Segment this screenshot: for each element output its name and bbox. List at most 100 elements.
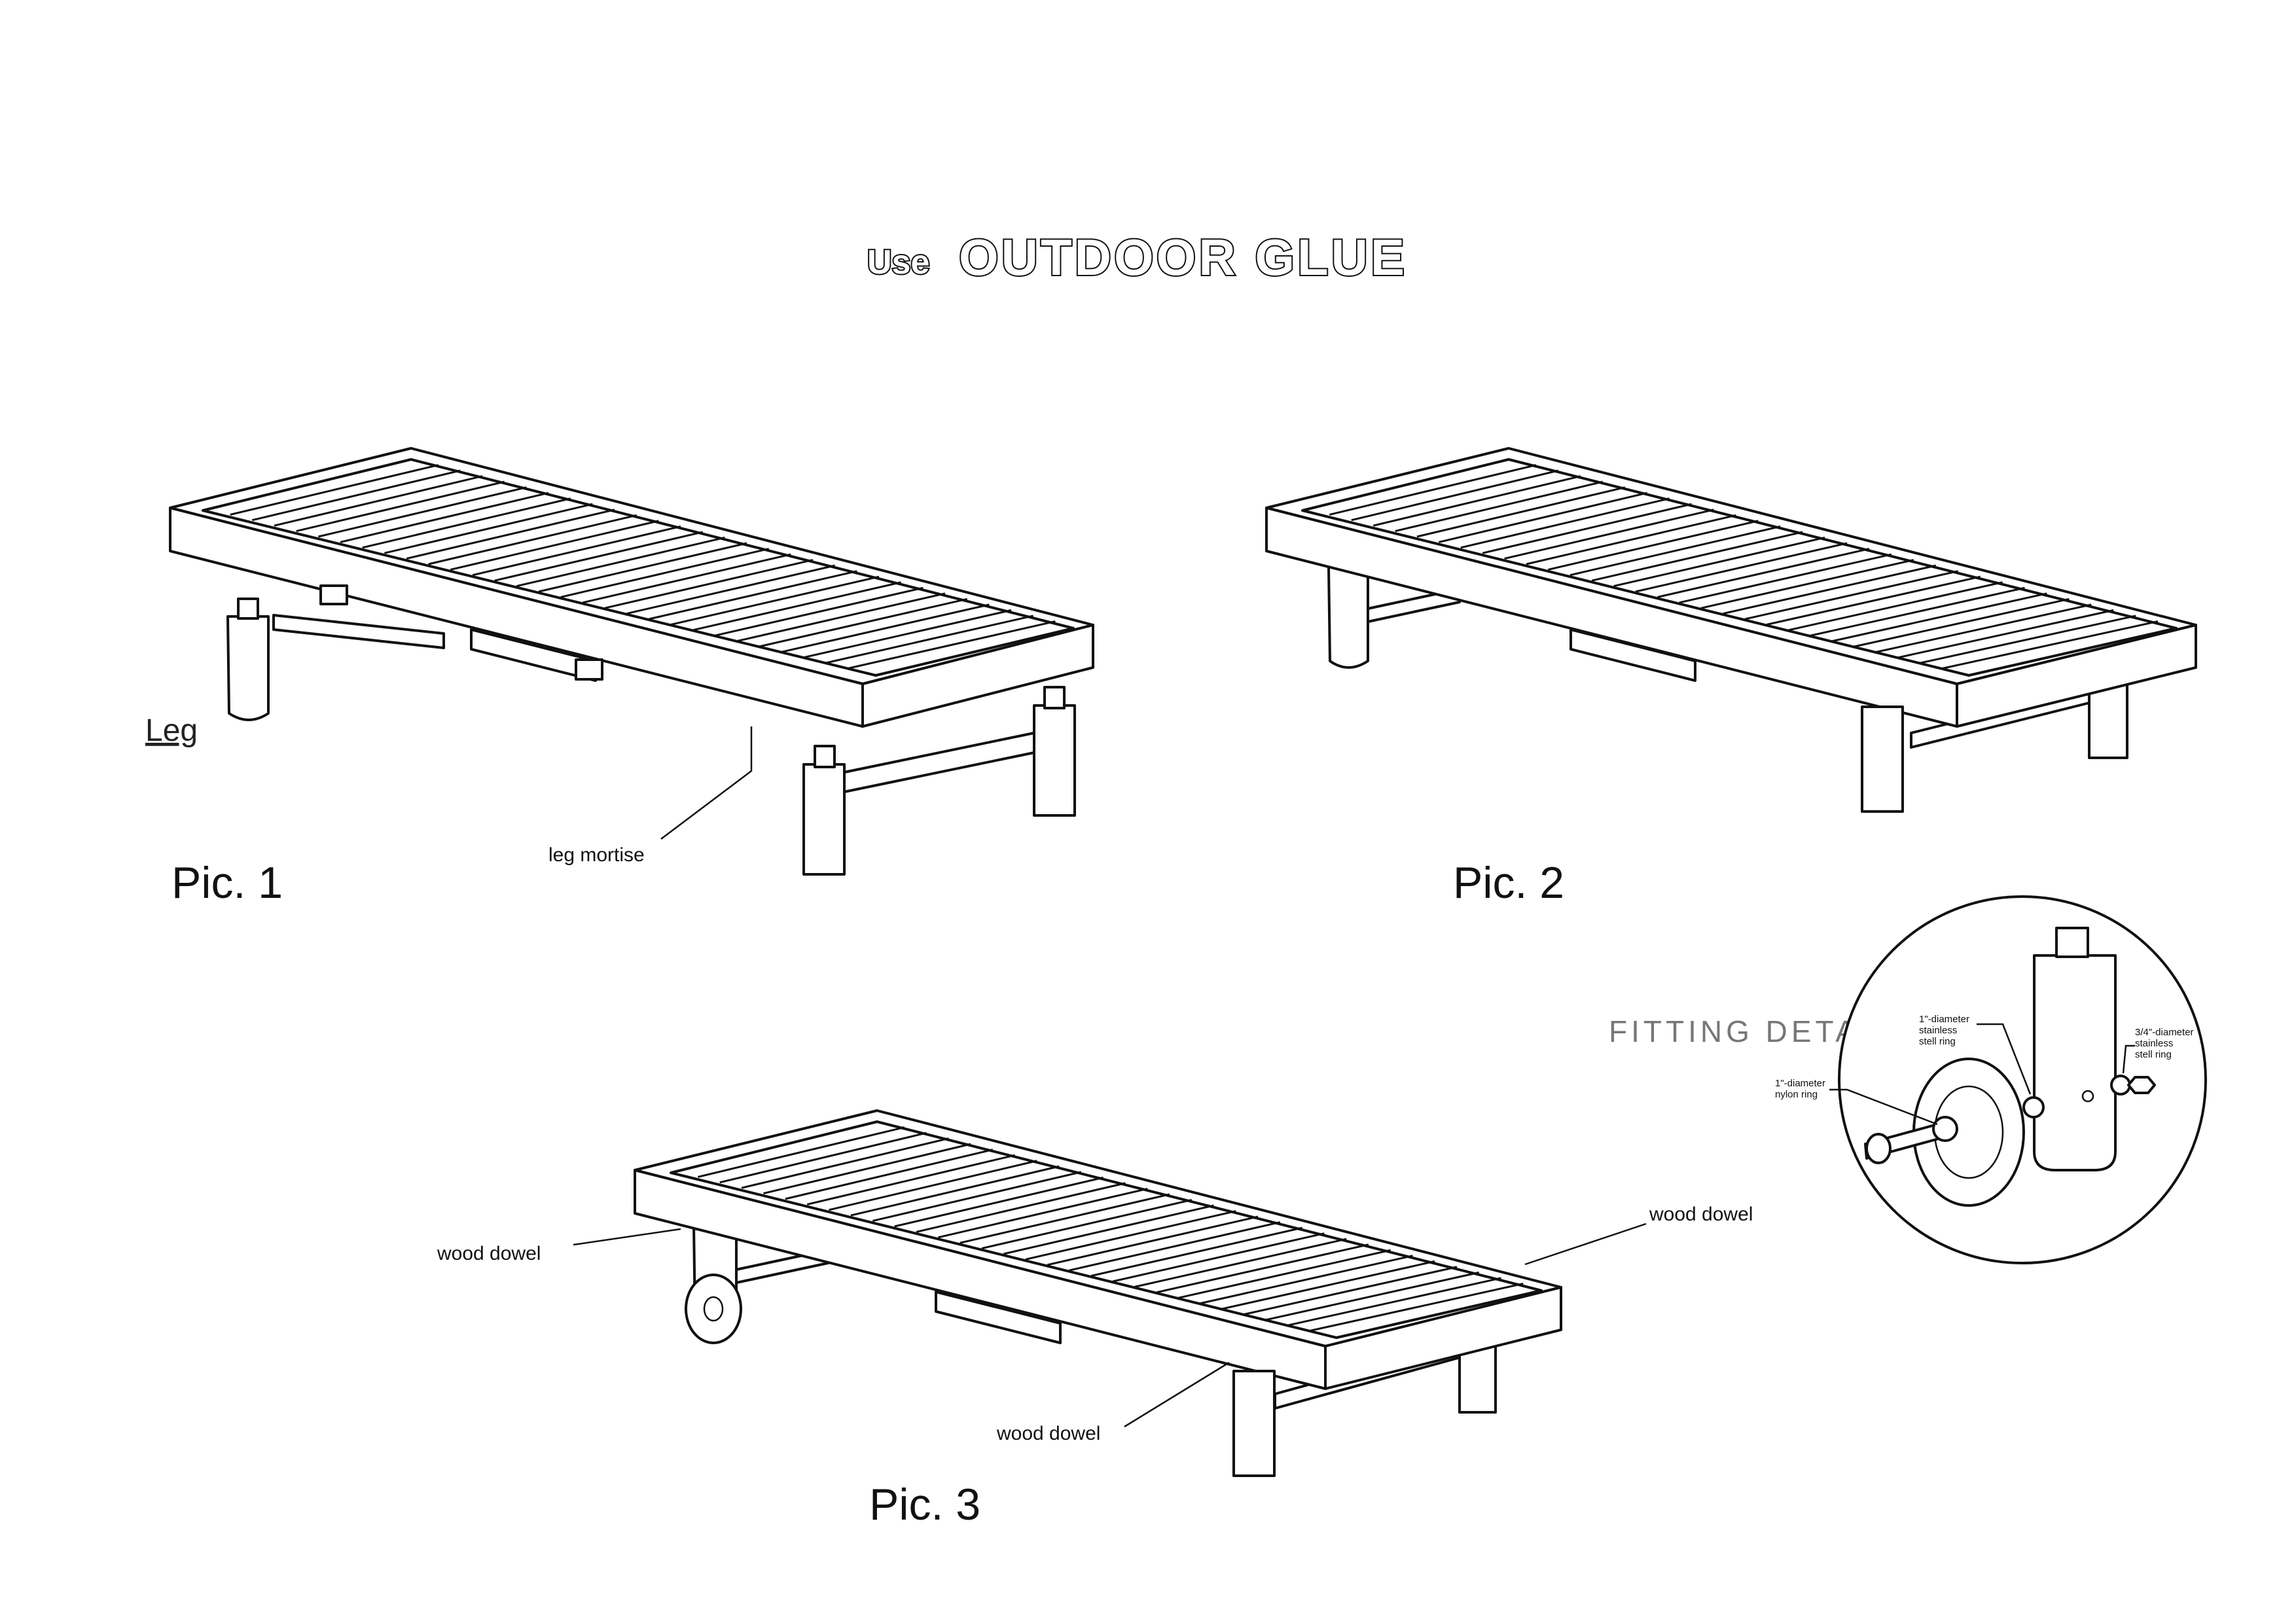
slat-line [1679,553,1892,604]
slat-line [1221,1260,1435,1310]
leg-post [2033,954,2117,1171]
slat-line [538,542,747,593]
leader-line [2122,1044,2135,1074]
slat-line [806,1154,1015,1205]
slat-line [296,480,505,533]
slat-line [1482,503,1692,554]
leader-line [1977,1023,2032,1095]
leg-post [1232,1370,1276,1477]
end-rail [1956,624,2197,728]
slat-line [1723,564,1937,615]
slat-line [1460,497,1670,549]
end-rail [861,624,1094,728]
slat-line [516,537,725,588]
figure-caption: Pic. 3 [869,1480,980,1529]
slat-line [1244,1266,1458,1315]
slat-line [1854,597,2070,648]
slat-line [894,1176,1104,1228]
slat-line [1439,491,1647,543]
leg-post [226,615,270,721]
slat-line [1265,1271,1480,1321]
wheel-hub [703,1296,724,1322]
slat-line [1591,531,1803,582]
leader-line [1829,1088,1938,1126]
figure-caption: Pic. 2 [1453,858,1564,908]
slat-line [1003,1204,1214,1255]
leg-post [802,763,846,876]
slat-line [317,486,527,538]
title: Use OUTDOOR GLUE [866,227,1407,287]
slat-line [714,586,924,637]
slat-line [1526,514,1736,565]
leg-mortise-block [575,658,603,681]
frame [1265,447,2197,728]
slat-line [736,592,946,643]
part-label-nylon-ring: 1"-diameter nylon ring [1775,1078,1825,1100]
leg-tenon [1043,686,1066,709]
leg-label: Leg [145,713,198,748]
slat-line [274,475,483,527]
slat-line [1329,464,1537,516]
slat-line [1788,581,2003,632]
slat-line [1700,559,1914,609]
slat-line [560,548,770,598]
leg-assembly-right [802,686,1076,876]
undercarriage-bracket [935,1291,1062,1344]
slat-line [785,1149,994,1200]
slat-line [872,1171,1082,1222]
slat-line [1113,1232,1325,1283]
slat-line [1635,542,1848,593]
slats [230,464,1056,670]
leg-stretcher [843,732,1035,793]
slat-line [938,1187,1148,1239]
legs-front [1861,705,1904,813]
slat-line [1767,575,1981,626]
slat-line [472,525,681,577]
wheel [685,1274,742,1344]
slat-line [759,597,968,648]
slat-line [1810,586,2025,637]
legs-front [1232,1370,1276,1477]
figure-pic-2: Pic. 2 [1265,447,2197,908]
slat-line [230,464,439,516]
slat-line [741,1137,949,1189]
leg-assembly-left [226,597,445,721]
leg-post [1033,704,1076,817]
wood-dowel-label-left: wood dowel [437,1243,541,1264]
slat-line [1047,1215,1259,1266]
axle-hole [2081,1090,2094,1103]
slat-line [1178,1249,1391,1299]
slat-line [1090,1226,1302,1277]
axle-bolt-head [1865,1133,1892,1164]
slat-line [450,520,659,571]
slat-line [1069,1221,1281,1272]
part-line: 1"-diameter [1919,1014,1969,1025]
slat-line [850,1165,1060,1217]
slat-line [251,469,461,522]
leg-tenon [814,745,836,768]
slat-line [582,553,791,604]
slats [1329,464,2159,670]
leg-mortise-label: leg mortise [548,844,645,866]
title-prefix: Use [867,243,929,281]
slat-line [1395,480,1604,533]
slat-line [1504,508,1714,560]
slat-line [692,581,902,632]
slat-line [1351,469,1559,522]
slat-line [362,497,571,549]
slat-line [1548,520,1759,571]
hex-nut [2127,1076,2156,1094]
leg-tenon [2055,927,2089,958]
title-main: OUTDOOR GLUE [959,228,1407,286]
slat-line [1832,592,2047,643]
slat-line [802,609,1012,659]
slat-line [648,570,857,620]
frame [634,1109,1562,1390]
slat-line [428,514,637,565]
slat-line [604,559,814,609]
slat-line [916,1182,1126,1233]
slat-line [780,603,990,653]
part-line: 1"-diameter [1775,1078,1825,1089]
frame [169,447,1094,728]
slat-line [1897,609,2114,659]
